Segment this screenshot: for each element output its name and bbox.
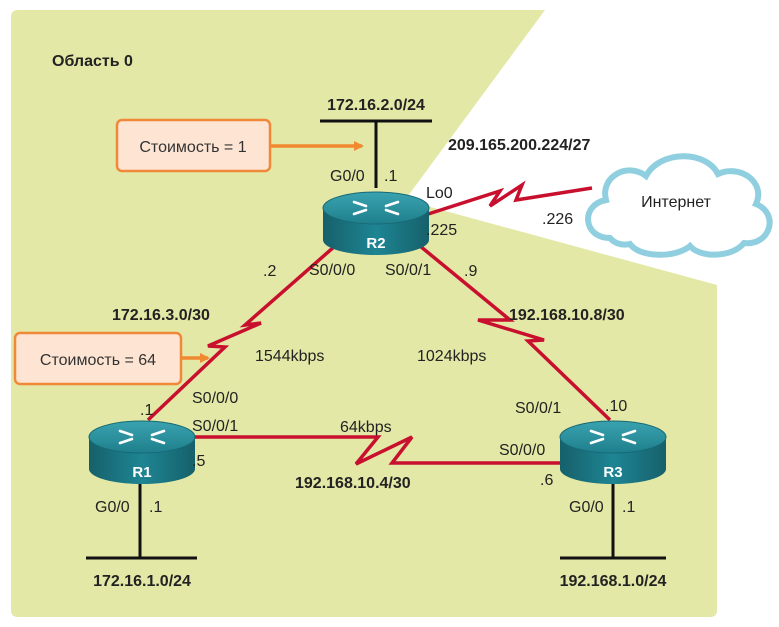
router-r3-name: R3 (603, 464, 622, 481)
r3-g0-ip: .1 (622, 499, 635, 516)
bandwidth-r2-r3: 1024kbps (417, 348, 486, 365)
isp-ip: .226 (542, 211, 573, 228)
callout-cost-1-text: Стоимость = 1 (139, 139, 246, 156)
router-r3[interactable]: R3 (559, 420, 667, 484)
network-r1-lan: 172.16.1.0/24 (93, 573, 191, 590)
r2-s001-ip: .9 (464, 263, 477, 280)
r3-lan-segment (560, 470, 666, 560)
r2-s000-label: S0/0/0 (309, 262, 355, 279)
internet-label: Интернет (641, 194, 711, 211)
r2-g0-label: G0/0 (330, 168, 365, 185)
link-r2-r3 (418, 244, 612, 422)
callout-cost-64-text: Стоимость = 64 (40, 352, 156, 369)
router-arrows-icon (118, 429, 166, 445)
callout-cost-1: Стоимость = 1 (115, 118, 364, 173)
router-r2-name: R2 (366, 235, 385, 252)
r2-g0-ip: .1 (384, 168, 397, 185)
r1-s000-label: S0/0/0 (192, 390, 238, 407)
network-r2-isp: 209.165.200.224/27 (448, 137, 590, 154)
r2-lan-segment (320, 119, 432, 188)
router-r2[interactable]: R2 (322, 191, 430, 255)
network-r3-lan: 192.168.1.0/24 (560, 573, 667, 590)
r2-lo0-label: Lo0 (426, 185, 453, 202)
r1-s000-ip: .1 (140, 402, 153, 419)
r2-s001-label: S0/0/1 (385, 262, 431, 279)
network-r2-r3: 192.168.10.8/30 (509, 307, 625, 324)
network-r2-lan: 172.16.2.0/24 (327, 97, 425, 114)
internet-cloud: Интернет (585, 153, 773, 258)
router-arrows-icon (589, 429, 637, 445)
bandwidth-r1-r3: 64kbps (340, 419, 392, 436)
callout-cost-64: Стоимость = 64 (13, 331, 210, 386)
r1-s001-ip: .5 (192, 453, 205, 470)
network-r1-r2: 172.16.3.0/30 (112, 307, 210, 324)
router-arrows-icon (352, 200, 400, 216)
area-label: Область 0 (52, 53, 133, 70)
link-r1-r3 (185, 435, 565, 466)
r3-g0-label: G0/0 (569, 499, 604, 516)
r1-s001-label: S0/0/1 (192, 418, 238, 435)
r3-s000-label: S0/0/0 (499, 442, 545, 459)
link-r2-internet (421, 180, 593, 218)
link-r1-r2 (146, 244, 337, 422)
r1-g0-label: G0/0 (95, 499, 130, 516)
r2-s000-ip: .2 (263, 263, 276, 280)
r3-s001-label: S0/0/1 (515, 400, 561, 417)
bandwidth-r1-r2: 1544kbps (255, 348, 324, 365)
r1-lan-segment (86, 470, 197, 560)
r3-s001-ip: .10 (605, 398, 627, 415)
r2-lo0-ip: .225 (426, 222, 457, 239)
r1-g0-ip: .1 (149, 499, 162, 516)
network-r1-r3: 192.168.10.4/30 (295, 475, 411, 492)
router-r1-name: R1 (132, 464, 151, 481)
r3-s000-ip: .6 (540, 472, 553, 489)
router-r1[interactable]: R1 (88, 420, 196, 484)
